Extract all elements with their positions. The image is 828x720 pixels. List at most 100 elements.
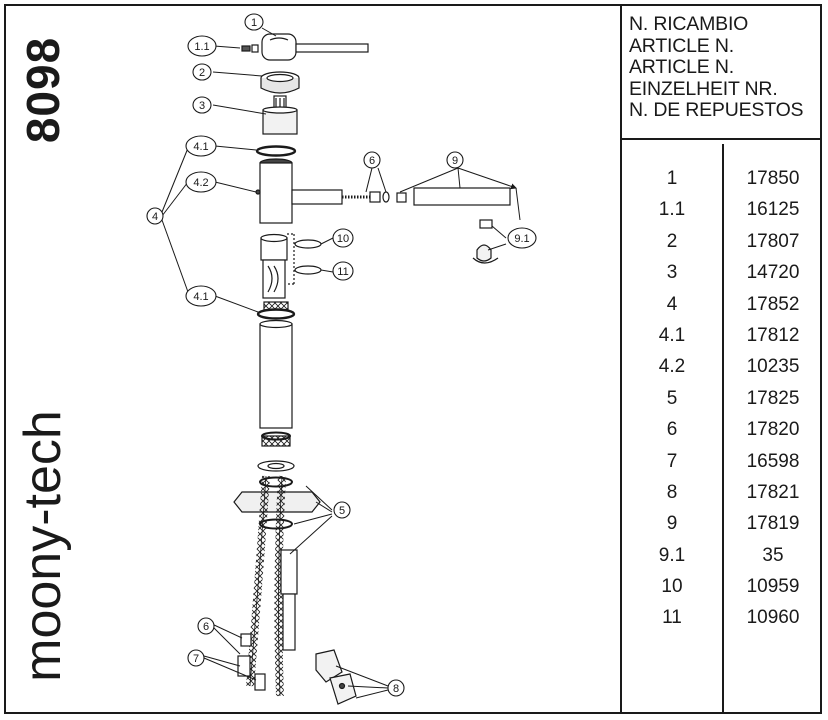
parts-table-rows: 1 17850 1.1 16125 2 17807 3 14720 4 17852 4.1…: [622, 168, 822, 639]
table-row: 4.1 17812: [622, 325, 822, 356]
article-code: 17807: [746, 230, 800, 252]
item-number: 6: [666, 419, 678, 441]
part-spout: [413, 187, 511, 206]
table-row: 7 16598: [622, 451, 822, 482]
callout-2: 2: [199, 67, 205, 79]
callout-circle-11: [332, 261, 354, 281]
callout-7: 7: [193, 653, 199, 665]
part-diverter: [260, 233, 295, 299]
table-row: 1 17850: [622, 168, 822, 199]
callout-4-1-bottom: 4.1: [193, 291, 208, 303]
part-faucet-body: [255, 158, 343, 224]
item-number: 7: [666, 450, 678, 472]
table-row: 11 10960: [622, 607, 822, 638]
part-hose-fittings: [237, 633, 266, 691]
part-gasket-10: [294, 239, 322, 249]
callout-circle-3: [192, 96, 212, 114]
brand-name: moony-tech: [14, 410, 72, 682]
table-row: 1.1 16125: [622, 199, 822, 230]
item-number: 11: [662, 607, 682, 629]
part-cartridge: [262, 95, 298, 135]
table-row: 4.2 10235: [622, 356, 822, 387]
item-number: 1: [666, 168, 678, 189]
callout-circle-4-2: [185, 171, 217, 193]
item-number: 5: [666, 387, 678, 409]
part-body-tube: [259, 319, 293, 429]
article-code: 35: [762, 544, 784, 566]
article-code: 17821: [746, 481, 800, 503]
part-cap-ring: [260, 71, 300, 94]
column-divider: [722, 144, 724, 712]
item-number: 3: [666, 262, 678, 284]
part-aerator: [472, 219, 499, 264]
callout-9-1: 9.1: [514, 233, 529, 245]
callout-circle-1-1: [187, 35, 217, 57]
article-code: 14720: [746, 262, 800, 284]
title-strip: 8098 moony-tech: [6, 6, 80, 712]
table-row: 8 17821: [622, 482, 822, 513]
article-code: 17812: [746, 324, 800, 346]
callout-circle-6-top: [363, 151, 381, 169]
item-number: 4.2: [658, 356, 686, 378]
item-number: 8: [666, 481, 678, 503]
callout-circle-4: [146, 207, 164, 225]
callout-circle-7: [187, 649, 205, 667]
part-mounting-clips: [315, 649, 357, 705]
callout-4-1-top: 4.1: [193, 141, 208, 153]
callout-circle-8: [387, 679, 405, 697]
callout-circle-4-1-bottom: [185, 285, 217, 307]
callout-3: 3: [199, 100, 205, 112]
callout-circle-2: [192, 63, 212, 81]
callout-circle-9: [446, 151, 464, 169]
table-row: 3 14720: [622, 262, 822, 293]
table-row: 9.1 35: [622, 545, 822, 576]
callout-5: 5: [339, 505, 345, 517]
article-code: 10959: [746, 576, 800, 598]
article-code: 16598: [746, 450, 800, 472]
callout-10: 10: [337, 233, 349, 245]
article-code: 17825: [746, 387, 800, 409]
article-code: 16125: [746, 199, 800, 221]
table-row: 5 17825: [622, 388, 822, 419]
item-number: 10: [661, 576, 683, 598]
callout-11: 11: [337, 266, 348, 278]
article-code: 17850: [746, 168, 800, 189]
table-row: 10 10959: [622, 576, 822, 607]
part-o-ring-top: [255, 145, 297, 157]
article-code: 17819: [746, 513, 800, 535]
header-line-en: ARTICLE N.: [629, 34, 734, 57]
item-number: 2: [666, 230, 678, 252]
callout-8: 8: [393, 683, 399, 695]
table-row: 4 17852: [622, 294, 822, 325]
callout-1-1: 1.1: [194, 41, 209, 53]
part-spout-connector: [342, 191, 407, 203]
item-number: 9.1: [658, 544, 686, 566]
exploded-diagram: 1 1.1 2 3 4.1 4.2 4 4.1 6 9 9.1 10 11 5 …: [80, 6, 618, 712]
part-lever-handle: [261, 33, 369, 61]
callout-circle-9-1: [507, 227, 537, 249]
callout-circle-10: [332, 228, 354, 248]
callout-4-2: 4.2: [193, 177, 208, 189]
header-line-es: N. DE REPUESTOS: [629, 99, 804, 121]
part-o-ring-bottom: [256, 308, 296, 320]
item-number: 9: [666, 513, 678, 535]
article-code: 17852: [746, 293, 800, 315]
parts-table: N. RICAMBIO ARTICLE N. ARTICLE N. EINZEL…: [620, 6, 822, 712]
part-supply-hoses: [246, 475, 298, 697]
header-line-it: N. RICAMBIO: [629, 13, 749, 35]
article-code: 10235: [746, 356, 800, 378]
header-line-fr: ARTICLE N.: [629, 56, 734, 78]
callout-circle-4-1-top: [185, 135, 217, 157]
callout-circle-1: [244, 13, 264, 31]
part-spring-upper: [263, 301, 289, 311]
item-number: 1.1: [658, 199, 686, 221]
part-gasket-11: [294, 265, 322, 275]
item-number: 4.1: [658, 324, 686, 346]
table-row: 9 17819: [622, 513, 822, 544]
table-row: 2 17807: [622, 231, 822, 262]
part-grub-screw: [241, 44, 259, 53]
parts-table-header: N. RICAMBIO ARTICLE N. ARTICLE N. EINZEL…: [622, 6, 822, 140]
item-number: 4: [666, 293, 678, 315]
article-code: 10960: [746, 607, 800, 629]
header-line-de: EINZELHEIT NR.: [629, 77, 778, 100]
